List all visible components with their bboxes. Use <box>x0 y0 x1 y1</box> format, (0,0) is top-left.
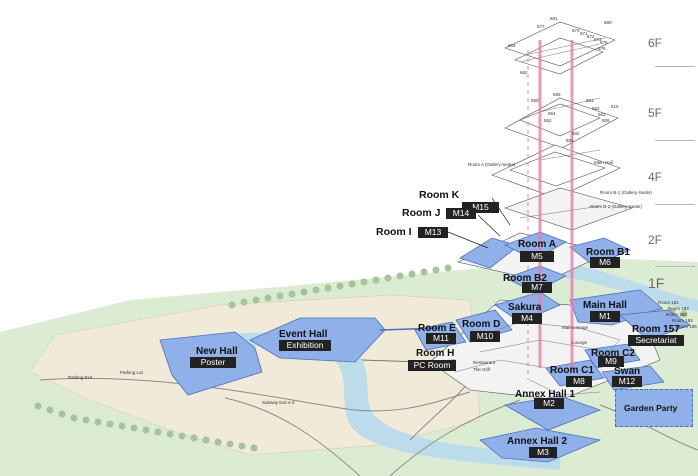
subway-exit-label: Subway Exit 4-2 <box>262 400 295 405</box>
room-662-label: 662 <box>520 70 528 75</box>
main-hall-4f-label: Main Hall <box>594 160 613 165</box>
room-d-code: M10 <box>470 331 500 342</box>
room-h-label[interactable]: Room H <box>416 348 455 359</box>
room-c2-label[interactable]: Room C2 <box>591 348 635 359</box>
floor-divider <box>655 66 695 67</box>
floor-divider <box>655 204 695 205</box>
room-d-label[interactable]: Room D <box>462 319 501 330</box>
swan-label[interactable]: Swan <box>614 366 641 377</box>
room-b2-code: M7 <box>522 282 552 293</box>
room-681-label: 681 <box>550 16 558 21</box>
parking-lot-label: Parking Lot <box>120 370 143 375</box>
room-b1-area <box>569 237 631 267</box>
room-561-label: 561 <box>586 98 594 103</box>
room-563-label: 563 <box>598 112 606 117</box>
floor-5f-plate <box>504 97 619 149</box>
room-183-label: Room 183 <box>668 306 689 311</box>
garden-party-label: Garden Party <box>624 403 678 413</box>
parking-exit-label: Parking Exit <box>68 375 93 380</box>
room-157-label[interactable]: Room 157 <box>632 324 680 335</box>
room-i-code: M13 <box>418 227 448 238</box>
main-hall-code: M1 <box>590 311 620 322</box>
room-c2-code: M9 <box>598 356 624 367</box>
canal <box>556 262 698 312</box>
room-j-code: M14 <box>446 208 476 219</box>
floor-label-2f: 2F <box>648 233 663 247</box>
floor-label-5f: 5F <box>648 106 663 120</box>
grill-label: The Grill <box>473 367 491 372</box>
floor-5f-plate-b <box>519 103 601 137</box>
room-a-gallery-label: Room A (Gallery-Seats) <box>468 162 516 167</box>
room-182-label: Room 182 <box>666 312 687 317</box>
room-672-label: 672 <box>587 34 595 39</box>
room-675-label: 675 <box>600 40 608 45</box>
floor-label-4f: 4F <box>648 170 663 184</box>
room-185-label: Room 185 <box>676 324 697 329</box>
annex-1-label[interactable]: Annex Hall 1 <box>515 389 576 400</box>
room-a-code: M5 <box>520 251 554 262</box>
floor-divider <box>655 266 695 267</box>
room-k-label[interactable]: Room K <box>419 189 460 201</box>
floor-4f-plate <box>491 144 621 199</box>
room-184-label: Room 184 <box>672 318 693 323</box>
roads <box>39 377 698 476</box>
room-562-label: 562 <box>592 106 600 111</box>
floor-6f-plate <box>504 21 616 67</box>
floor-6f-plate-b <box>514 37 604 75</box>
room-b1-code: M6 <box>590 257 620 268</box>
swan-code: M12 <box>612 376 642 387</box>
room-181-label: Room 181 <box>658 300 679 305</box>
lounge-label: Lounge <box>572 340 588 345</box>
annex-2-area <box>479 427 602 463</box>
annex-2-code: M3 <box>529 447 557 458</box>
room-h-code: PC Room <box>408 360 456 371</box>
room-j-label[interactable]: Room J <box>402 207 441 219</box>
floor-divider <box>655 140 695 141</box>
room-676-label: 676 <box>598 46 606 51</box>
room-b1-label[interactable]: Room B1 <box>586 247 630 258</box>
room-554-label: 554 <box>548 111 556 116</box>
room-560-label: 560 <box>531 98 539 103</box>
floor-label-1f: 1F <box>648 275 665 291</box>
sakura-code: M4 <box>512 313 542 324</box>
garden-party-area[interactable]: Garden Party <box>615 389 693 427</box>
main-hall-label[interactable]: Main Hall <box>583 300 627 311</box>
room-b1-gallery-label: Room B-1 (Gallery-Seats) <box>600 190 652 195</box>
room-510-label: 510 <box>611 104 619 109</box>
room-e-label[interactable]: Room E <box>418 323 456 334</box>
room-501-label: 501 <box>566 138 574 143</box>
room-671-label: 671 <box>580 31 588 36</box>
new-hall-code: Poster <box>190 357 236 368</box>
room-677-label: 677 <box>537 24 545 29</box>
room-b2-gallery-label: Room B-2 (Gallery-Seats) <box>590 204 642 209</box>
room-673-label: 673 <box>594 37 602 42</box>
room-663-label: 663 <box>508 43 516 48</box>
room-e-code: M11 <box>426 333 456 344</box>
room-552-label: 552 <box>544 118 552 123</box>
room-a-label[interactable]: Room A <box>518 239 556 250</box>
main-lounge-label: Main Lounge <box>562 325 589 330</box>
room-c1-code: M8 <box>566 376 592 387</box>
event-hall-label[interactable]: Event Hall <box>279 329 328 340</box>
annex-2-label[interactable]: Annex Hall 2 <box>507 436 568 447</box>
annex-1-code: M2 <box>534 398 564 409</box>
room-559-label: 559 <box>553 92 561 97</box>
sakura-label[interactable]: Sakura <box>508 302 542 313</box>
room-c1-label[interactable]: Room C1 <box>550 365 594 376</box>
room-157-code: Secretariat <box>628 335 684 346</box>
floor-3f-plate <box>504 187 633 231</box>
new-hall-label[interactable]: New Hall <box>196 346 238 357</box>
room-b2-label[interactable]: Room B2 <box>503 273 547 284</box>
event-hall-code: Exhibition <box>279 340 331 351</box>
floor-label-6f: 6F <box>648 36 663 50</box>
room-502-label: 502 <box>572 131 580 136</box>
room-670-label: 670 <box>572 28 580 33</box>
restaurant-label: Restaurant <box>473 360 496 365</box>
room-i-label[interactable]: Room I <box>376 226 412 238</box>
room-157-area <box>619 309 691 341</box>
room-k-code: M15 <box>462 202 499 213</box>
room-680-label: 680 <box>604 20 612 25</box>
room-509-label: 509 <box>602 118 610 123</box>
